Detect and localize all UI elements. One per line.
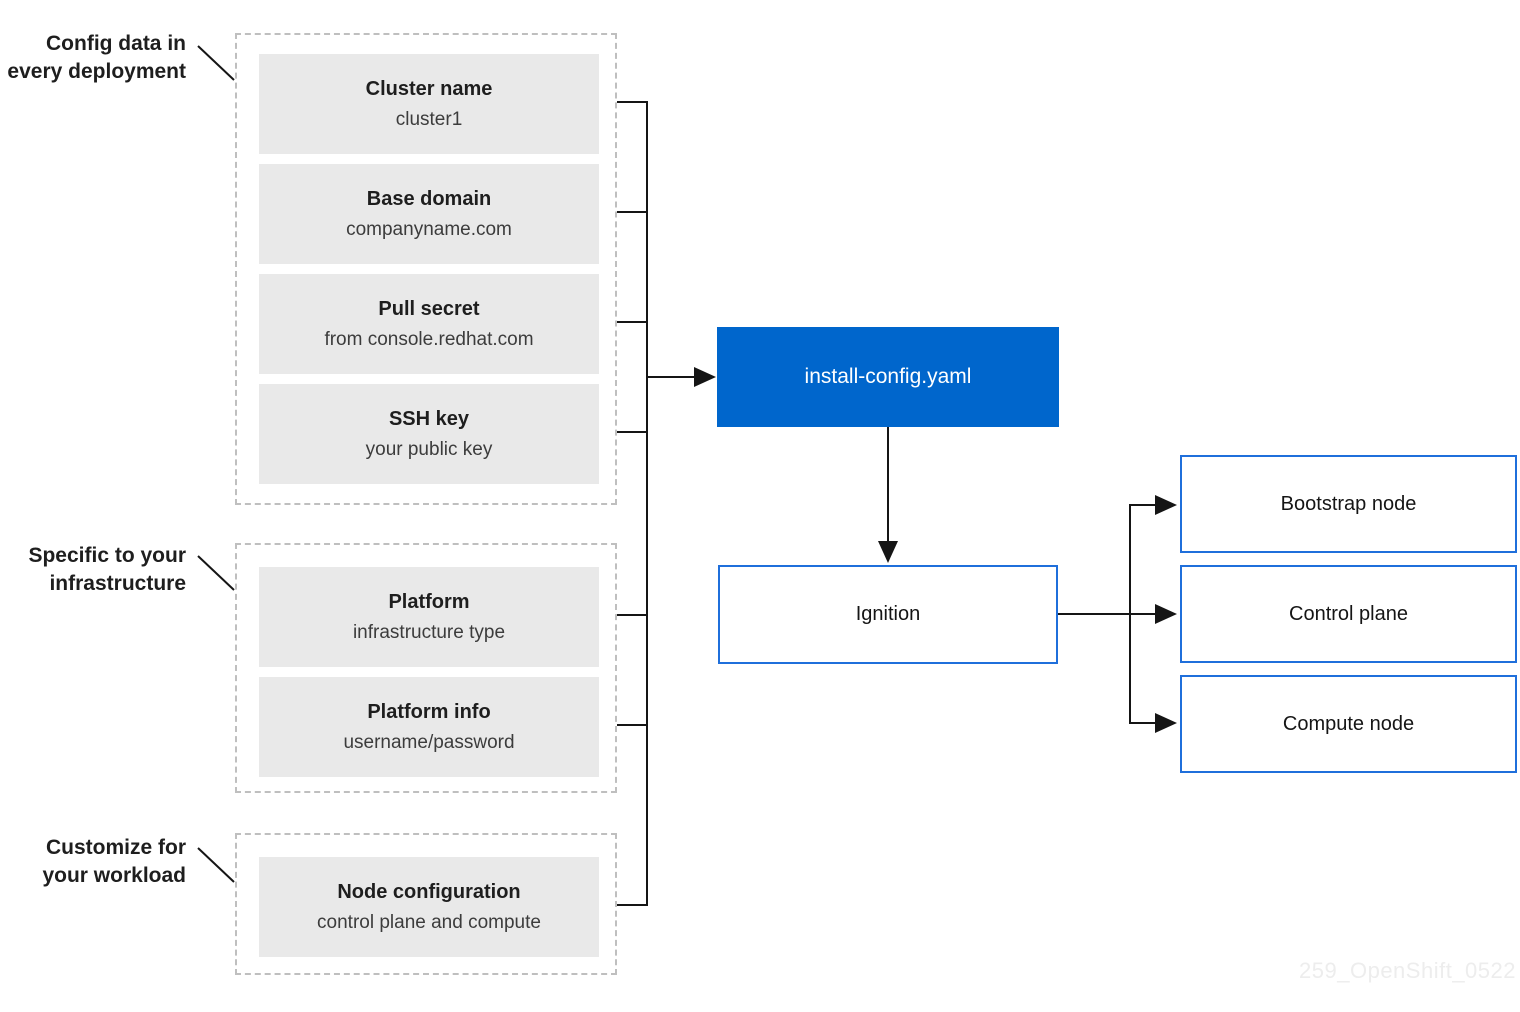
group-workload: Node configuration control plane and com…	[235, 833, 617, 975]
node-title: Cluster name	[365, 78, 493, 100]
node-label: Compute node	[1282, 712, 1415, 735]
node-label: Control plane	[1289, 602, 1408, 625]
group-config-data: Cluster name cluster1 Base domain compan…	[235, 33, 617, 505]
node-title: Base domain	[366, 188, 492, 210]
group-label-line: Config data in	[46, 32, 186, 55]
node-title: Platform info	[367, 701, 491, 723]
node-title: SSH key	[388, 408, 470, 430]
node-title: Platform	[388, 591, 470, 613]
group-label-line: infrastructure	[49, 572, 186, 595]
node-node-configuration: Node configuration control plane and com…	[259, 857, 599, 957]
arrowhead-bootstrap	[1155, 495, 1177, 515]
node-subtitle: username/password	[343, 732, 515, 753]
group-label-line: Customize for	[45, 836, 186, 859]
node-platform: Platform infrastructure type	[259, 567, 599, 667]
arrowhead-compute	[1155, 713, 1177, 733]
node-subtitle: companyname.com	[346, 219, 512, 240]
group-label-config-data: Config data in every deployment	[0, 30, 186, 86]
node-pull-secret: Pull secret from console.redhat.com	[259, 274, 599, 374]
leader-line-infrastructure	[197, 555, 235, 591]
node-title: Node configuration	[337, 881, 521, 903]
arrowhead-ignition	[878, 541, 898, 563]
node-platform-info: Platform info username/password	[259, 677, 599, 777]
node-label: Bootstrap node	[1280, 492, 1417, 515]
node-title: Pull secret	[378, 298, 480, 320]
group-infrastructure: Platform infrastructure type Platform in…	[235, 543, 617, 793]
node-ssh-key: SSH key your public key	[259, 384, 599, 484]
node-subtitle: your public key	[365, 439, 493, 460]
node-bootstrap: Bootstrap node	[1180, 455, 1517, 553]
group-label-line: your workload	[42, 864, 186, 887]
leader-line-config-data	[197, 45, 235, 81]
node-subtitle: cluster1	[395, 109, 463, 130]
node-install-config-yaml: install-config.yaml	[717, 327, 1059, 427]
node-label: Ignition	[855, 603, 921, 625]
arrowhead-control-plane	[1155, 604, 1177, 624]
node-compute: Compute node	[1180, 675, 1517, 773]
node-subtitle: from console.redhat.com	[324, 329, 534, 350]
group-label-line: every deployment	[7, 60, 186, 83]
group-label-infrastructure: Specific to your infrastructure	[0, 542, 186, 598]
arrowhead-install-config	[694, 367, 716, 387]
watermark-text: 259_OpenShift_0522	[1299, 958, 1516, 983]
group-label-line: Specific to your	[28, 544, 186, 567]
node-base-domain: Base domain companyname.com	[259, 164, 599, 264]
node-control-plane: Control plane	[1180, 565, 1517, 663]
node-subtitle: infrastructure type	[352, 622, 506, 643]
node-cluster-name: Cluster name cluster1	[259, 54, 599, 154]
node-subtitle: control plane and compute	[317, 912, 541, 933]
leader-line-workload	[197, 847, 235, 883]
node-label: install-config.yaml	[804, 365, 972, 388]
group-label-workload: Customize for your workload	[0, 834, 186, 890]
node-ignition: Ignition	[718, 565, 1058, 664]
